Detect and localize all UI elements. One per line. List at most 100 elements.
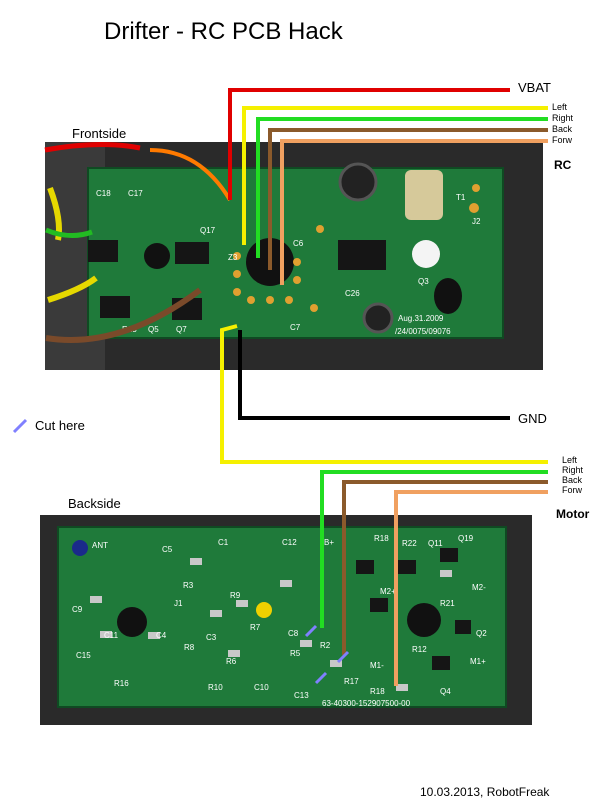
back-pad-yellow <box>256 602 272 618</box>
motor-forw-label: Forw <box>562 485 582 495</box>
rc-label: RC <box>554 158 572 172</box>
svg-text:R10: R10 <box>208 683 223 692</box>
front-side-wire-yellow-2 <box>47 275 98 303</box>
wire-gnd <box>238 330 510 420</box>
front-electrolytic-cap <box>338 162 378 202</box>
credit-label: 10.03.2013, RobotFreak <box>420 785 550 799</box>
svg-text:R7: R7 <box>250 623 261 632</box>
front-transistor-1 <box>88 240 118 262</box>
cut-marks <box>12 418 350 685</box>
svg-text:Q19: Q19 <box>458 534 474 543</box>
front-side-wire-red <box>44 141 141 153</box>
svg-text:C11: C11 <box>104 631 119 640</box>
svg-text:Z3: Z3 <box>228 253 238 262</box>
svg-text:Q7: Q7 <box>176 325 187 334</box>
svg-text:C26: C26 <box>345 289 360 298</box>
rc-wire-group <box>228 88 548 420</box>
wire-motor-back <box>342 480 548 655</box>
wire-rc-forw <box>280 139 548 285</box>
svg-text:R16: R16 <box>114 679 129 688</box>
svg-text:Aug.31.2009: Aug.31.2009 <box>398 314 444 323</box>
frontside-label: Frontside <box>72 126 127 141</box>
svg-text:T1: T1 <box>456 193 466 202</box>
svg-text:R22: R22 <box>402 539 417 548</box>
motor-right-label: Right <box>562 465 584 475</box>
wire-rc-back <box>268 128 548 270</box>
back-antenna-pad <box>72 540 88 556</box>
front-transistor-3 <box>100 296 130 318</box>
svg-text:Q4: Q4 <box>440 687 451 696</box>
front-transistor-2 <box>175 242 209 264</box>
rc-back-label: Back <box>552 124 573 134</box>
svg-text:63-40300-152907500-00: 63-40300-152907500-00 <box>322 699 411 708</box>
svg-text:C10: C10 <box>254 683 269 692</box>
front-side-wire-brown <box>45 287 202 343</box>
svg-text:R8: R8 <box>184 643 195 652</box>
svg-text:C6: C6 <box>293 239 304 248</box>
front-side-wire-orange <box>149 148 232 202</box>
svg-text:Q5: Q5 <box>148 325 159 334</box>
svg-text:C3: C3 <box>206 633 217 642</box>
front-mounting-hole-right <box>412 240 440 268</box>
front-mounting-hole-left <box>144 243 170 269</box>
svg-text:R18: R18 <box>374 534 389 543</box>
rc-left-label: Left <box>552 102 568 112</box>
svg-text:ANT: ANT <box>92 541 108 550</box>
cut-here-label: Cut here <box>35 418 85 433</box>
svg-text:C17: C17 <box>128 189 143 198</box>
svg-text:J1: J1 <box>174 599 183 608</box>
svg-text:/24/0075/09076: /24/0075/09076 <box>395 327 451 336</box>
svg-text:Q11: Q11 <box>428 539 443 548</box>
svg-text:R6: R6 <box>226 657 237 666</box>
motor-left-label: Left <box>562 455 578 465</box>
svg-text:R17: R17 <box>344 677 359 686</box>
svg-text:M1+: M1+ <box>470 657 486 666</box>
front-chip <box>338 240 386 270</box>
rc-right-label: Right <box>552 113 574 123</box>
svg-text:R2: R2 <box>320 641 331 650</box>
svg-text:C9: C9 <box>72 605 83 614</box>
svg-text:C4: C4 <box>156 631 167 640</box>
wire-rc-right <box>256 117 548 258</box>
page-title: Drifter - RC PCB Hack <box>104 18 343 45</box>
motor-label: Motor <box>556 507 590 521</box>
svg-text:J2: J2 <box>472 217 481 226</box>
svg-text:Q17: Q17 <box>200 226 216 235</box>
motor-back-label: Back <box>562 475 583 485</box>
cut-legend-mark <box>12 418 28 434</box>
gnd-label: GND <box>518 411 547 426</box>
svg-text:C18: C18 <box>96 189 111 198</box>
svg-text:C5: C5 <box>162 545 173 554</box>
svg-text:M2+: M2+ <box>380 587 396 596</box>
front-component-black <box>434 278 462 314</box>
svg-text:C1: C1 <box>218 538 229 547</box>
wire-motor-left <box>220 324 548 464</box>
motor-wire-group <box>220 324 548 686</box>
vbat-label: VBAT <box>518 80 551 95</box>
svg-text:Q2: Q2 <box>476 629 487 638</box>
back-mounting-hole-left <box>117 607 147 637</box>
front-side-wire-green <box>45 227 93 238</box>
back-mounting-hole-right <box>407 603 441 637</box>
svg-text:M1-: M1- <box>370 661 384 670</box>
svg-text:M2-: M2- <box>472 583 486 592</box>
svg-text:C13: C13 <box>294 691 309 700</box>
svg-text:R9: R9 <box>230 591 241 600</box>
wire-rc-left <box>242 106 548 245</box>
svg-text:C7: C7 <box>290 323 301 332</box>
svg-text:R5: R5 <box>290 649 301 658</box>
backside-label: Backside <box>68 496 121 511</box>
svg-text:C8: C8 <box>288 629 299 638</box>
svg-text:R3: R3 <box>183 581 194 590</box>
front-capacitor-yellow <box>405 170 443 220</box>
svg-text:R12: R12 <box>412 645 427 654</box>
wire-motor-right <box>320 470 548 628</box>
svg-text:R21: R21 <box>440 599 455 608</box>
svg-text:R18: R18 <box>370 687 385 696</box>
svg-text:Q3: Q3 <box>418 277 429 286</box>
svg-text:C12: C12 <box>282 538 297 547</box>
rc-forw-label: Forw <box>552 135 572 145</box>
svg-text:B+: B+ <box>324 538 334 547</box>
svg-text:C15: C15 <box>76 651 91 660</box>
